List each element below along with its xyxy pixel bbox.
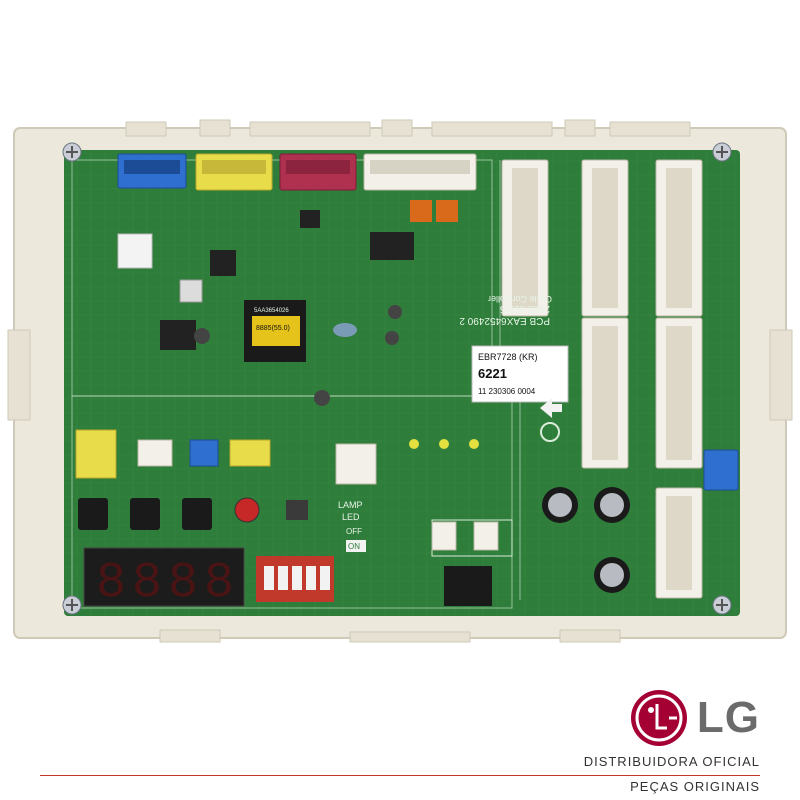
serial-number: 11 230306 0004 [478, 387, 536, 396]
off-label: OFF [346, 527, 362, 536]
board-code: 6221 [478, 366, 507, 381]
silkscreen: PCB EAX6452490 2 2018.05.25 Cycle Contro… [254, 294, 552, 332]
circuit-board [64, 150, 740, 616]
tagline-pecas: PEÇAS ORIGINAIS [630, 779, 760, 794]
components [117, 200, 458, 406]
chip-code: 5AA3654026 [254, 308, 289, 314]
lg-wordmark: LG [696, 693, 760, 742]
lg-logo-icon [630, 690, 687, 746]
control-area: ON OFF LED LAMP [75, 429, 513, 606]
part-label: EBR7728 (KR) [478, 352, 538, 362]
divider-line [40, 775, 760, 776]
lamp-label: LAMP [338, 500, 363, 510]
top-connectors [117, 153, 477, 191]
pcb-date: 2018.05.25 [500, 303, 550, 314]
push-button-3 [182, 498, 212, 530]
led-label: LED [342, 512, 360, 522]
lg-board-logo-icon [540, 398, 562, 442]
capacitors [542, 487, 630, 593]
push-button-2 [130, 498, 160, 530]
display-digits: 8888 [96, 555, 240, 612]
seven-segment-display: 8888 [83, 547, 245, 612]
controller-text: Cycle Controller [488, 294, 552, 304]
screw-icons [62, 142, 732, 615]
push-button-1 [78, 498, 108, 530]
header-connectors [501, 159, 739, 599]
part-label-sticker: EBR7728 (KR) 6221 11 230306 0004 [471, 345, 569, 403]
reset-button [234, 497, 260, 523]
brand-block: LG DISTRIBUIDORA OFICIAL PEÇAS ORIGINAIS [560, 688, 760, 794]
pcb-text: PCB EAX6452490 2 [459, 315, 550, 326]
on-label: ON [348, 542, 360, 551]
chip-text: 8885(55.0) [256, 325, 290, 332]
tagline-distribuidora: DISTRIBUIDORA OFICIAL [583, 754, 760, 769]
